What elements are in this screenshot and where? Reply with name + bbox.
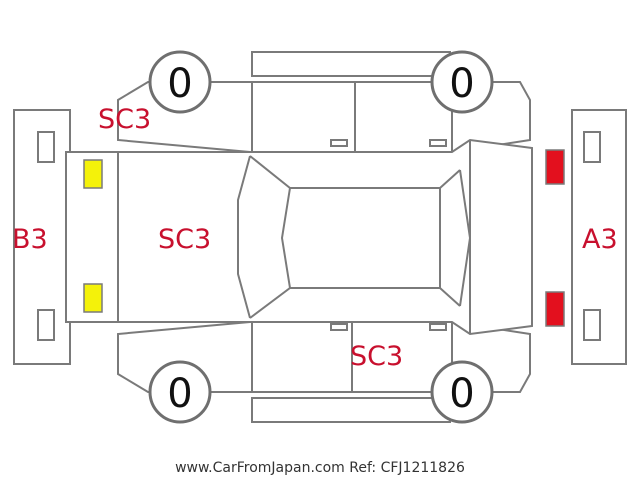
rear-bumper xyxy=(13,109,71,365)
damage-code-side-bottom: SC3 xyxy=(350,341,403,372)
tire-rear-left-value: 0 xyxy=(167,371,192,417)
damage-code-roof-top-left: SC3 xyxy=(98,104,151,135)
rear-lamp-marker-bottom xyxy=(83,283,103,313)
tire-front-left-value: 0 xyxy=(167,61,192,107)
front-lamp-marker-bottom xyxy=(545,291,565,327)
car-side-top xyxy=(117,51,531,153)
damage-code-rear-panel: B3 xyxy=(12,224,48,255)
tire-rear-right: 0 xyxy=(430,360,494,424)
damage-code-front-panel: A3 xyxy=(582,224,618,255)
front-bumper xyxy=(571,109,627,365)
tire-rear-left: 0 xyxy=(148,360,212,424)
front-lamp-marker-top xyxy=(545,149,565,185)
tire-front-left: 0 xyxy=(148,50,212,114)
car-top-view xyxy=(65,138,533,336)
tire-front-right: 0 xyxy=(430,50,494,114)
rear-lamp-marker-top xyxy=(83,159,103,189)
damage-code-hood: SC3 xyxy=(158,224,211,255)
tire-front-right-value: 0 xyxy=(449,61,474,107)
tire-rear-right-value: 0 xyxy=(449,371,474,417)
footer-reference: www.CarFromJapan.com Ref: CFJ1211826 xyxy=(175,460,465,476)
